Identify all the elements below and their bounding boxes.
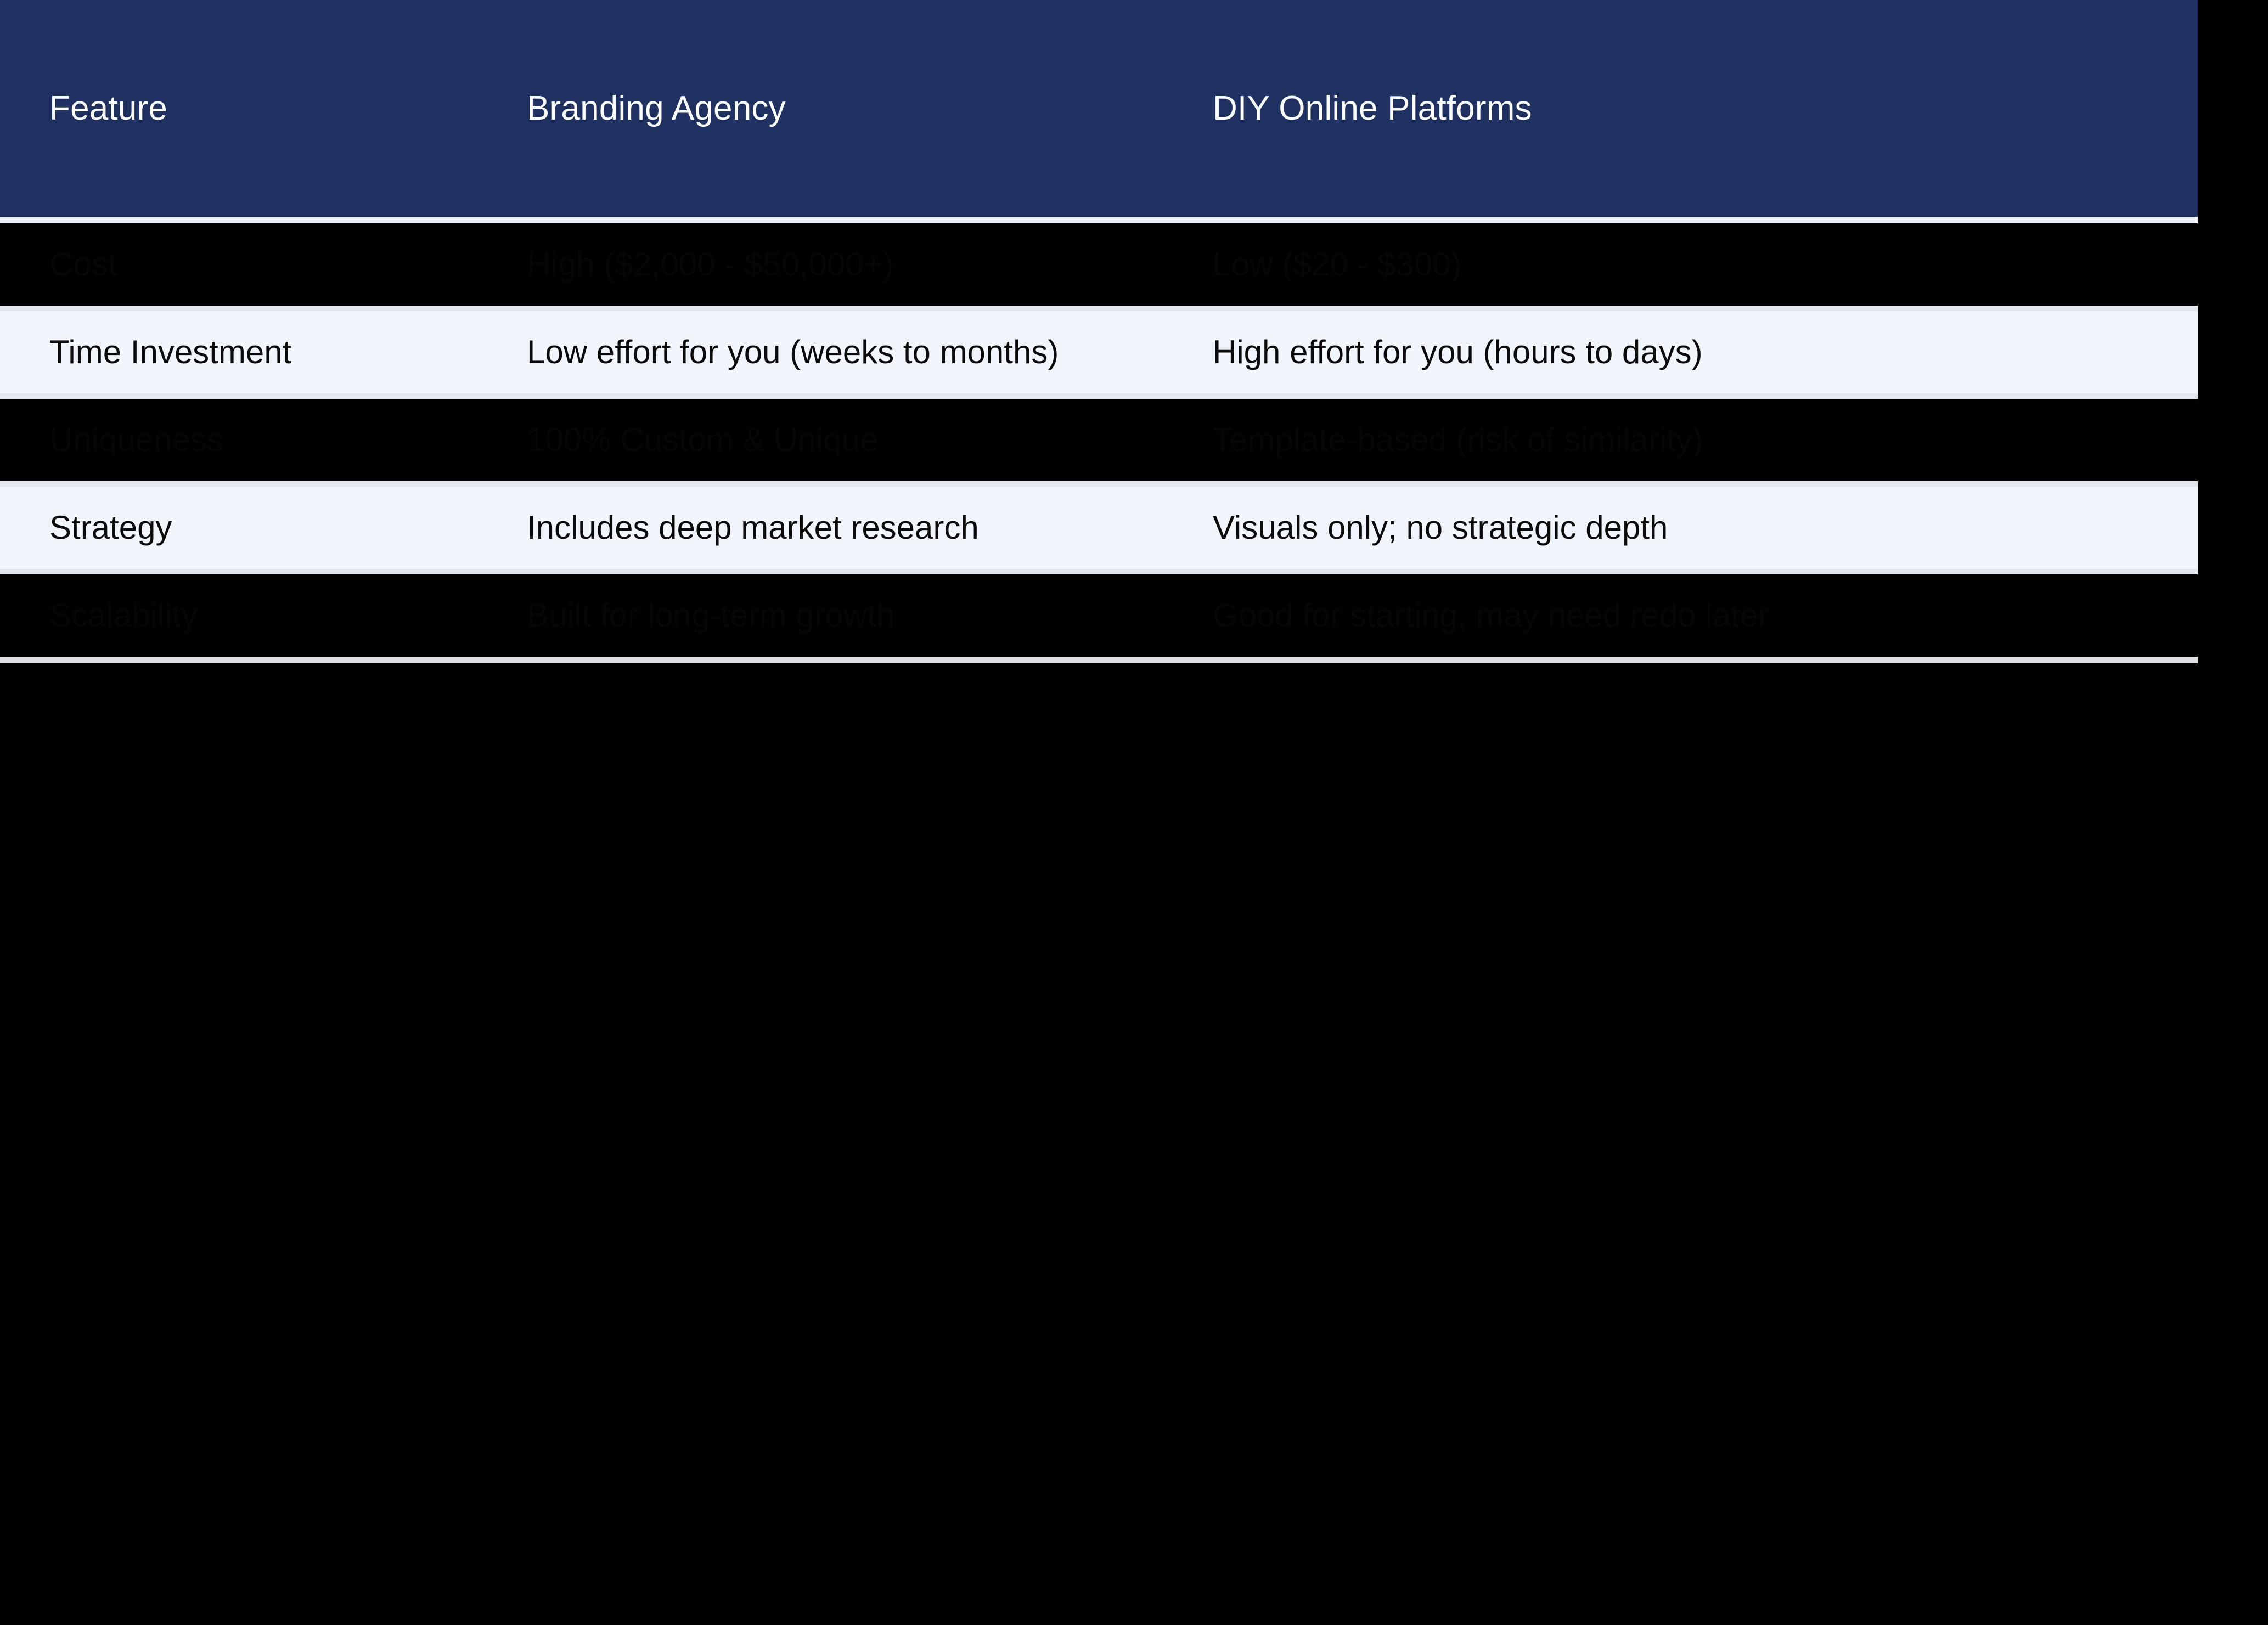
cell-feature-time-investment: Time Investment [49, 334, 292, 370]
table-row: Uniqueness 100% Custom & Unique Template… [0, 396, 2198, 484]
table-row: Strategy Includes deep market research V… [0, 484, 2198, 572]
column-header-branding-agency: Branding Agency [527, 89, 786, 127]
comparison-table: Feature Branding Agency DIY Online Platf… [0, 0, 2198, 663]
cell-agency-uniqueness: 100% Custom & Unique [527, 421, 879, 458]
cell-diy-scalability: Good for starting, may need redo later [1213, 597, 1769, 634]
cell-feature-cost: Cost [49, 246, 117, 283]
column-header-feature: Feature [49, 89, 168, 127]
cell-agency-scalability: Built for long-term growth [527, 597, 895, 634]
table-row: Time Investment Low effort for you (week… [0, 308, 2198, 396]
cell-feature-strategy: Strategy [49, 509, 172, 546]
header-divider-line [0, 217, 2198, 223]
cell-agency-strategy: Includes deep market research [527, 509, 979, 546]
cell-feature-uniqueness: Uniqueness [49, 421, 223, 458]
cell-diy-uniqueness: Template-based (risk of similarity) [1213, 421, 1703, 458]
cell-feature-scalability: Scalability [49, 597, 198, 634]
header-row: Feature Branding Agency DIY Online Platf… [0, 0, 2198, 217]
cell-diy-strategy: Visuals only; no strategic depth [1213, 509, 1668, 546]
cell-diy-cost: Low ($20 - $300) [1213, 246, 1462, 283]
table-body: Cost High ($2,000 - $50,000+) Low ($20 -… [0, 223, 2198, 663]
cell-diy-time-investment: High effort for you (hours to days) [1213, 334, 1703, 370]
header-divider [0, 217, 2198, 223]
cell-agency-time-investment: Low effort for you (weeks to months) [527, 334, 1059, 370]
table-bottom-divider-line [0, 657, 2198, 663]
table-bottom-divider [0, 657, 2198, 663]
cell-agency-cost: High ($2,000 - $50,000+) [527, 246, 894, 283]
table-row: Cost High ($2,000 - $50,000+) Low ($20 -… [0, 223, 2198, 308]
column-header-diy-online-platforms: DIY Online Platforms [1213, 89, 1532, 127]
table-row: Scalability Built for long-term growth G… [0, 572, 2198, 657]
table-header: Feature Branding Agency DIY Online Platf… [0, 0, 2198, 223]
